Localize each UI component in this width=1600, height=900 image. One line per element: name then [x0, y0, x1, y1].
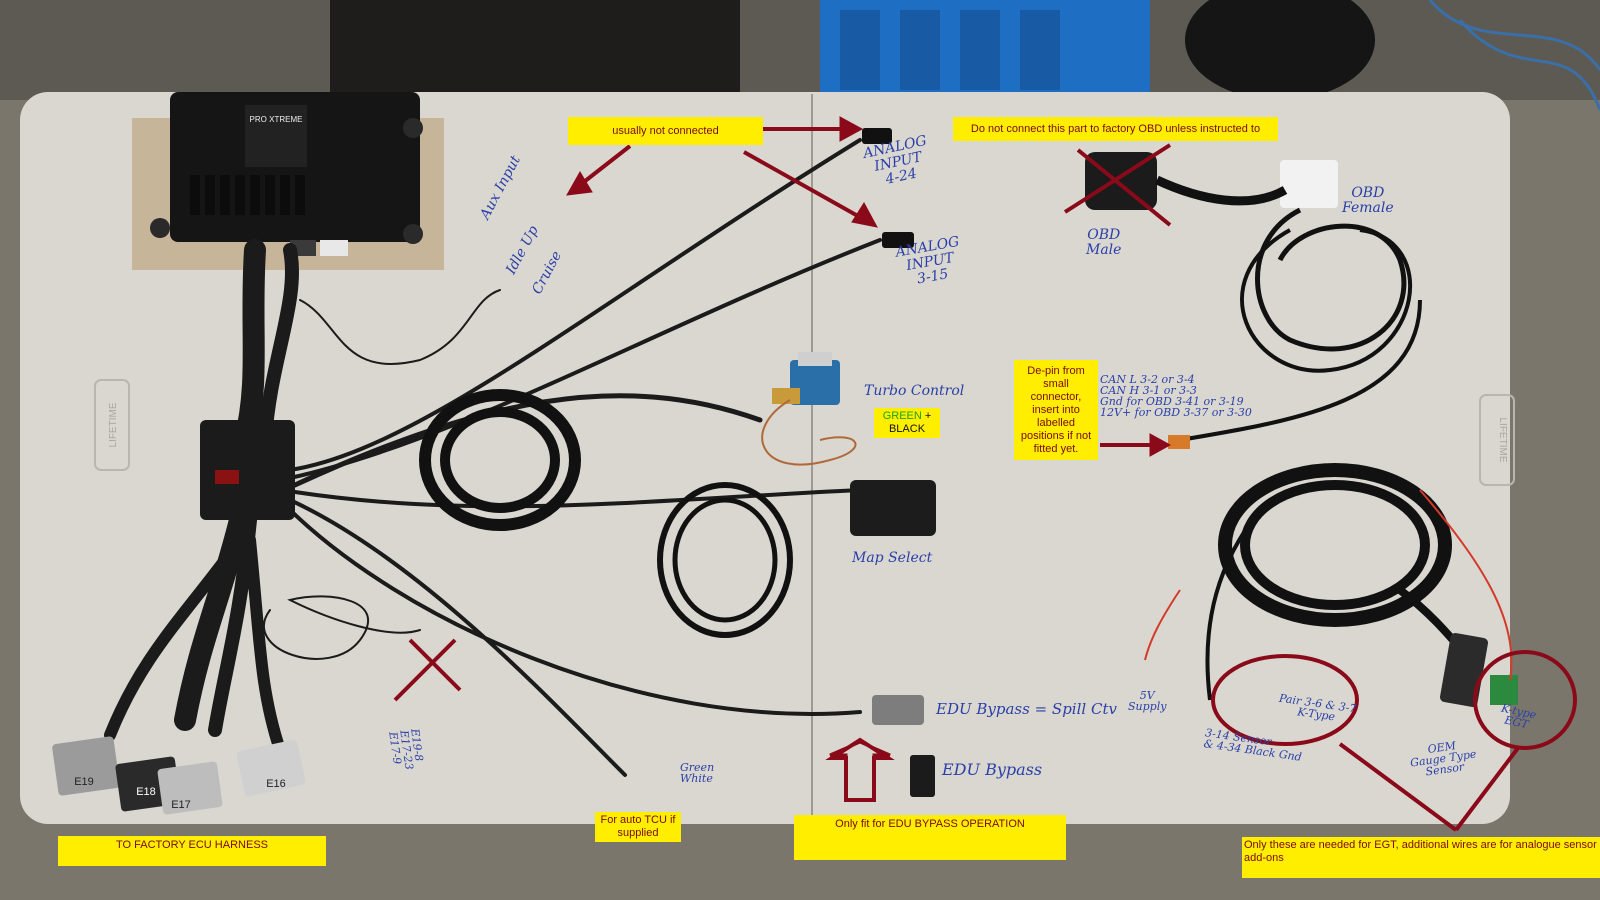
turbo-solenoid [761, 352, 857, 466]
hand-5v-line-2: Supply [1128, 700, 1167, 713]
note-depin: De-pin from small connector, insert into… [1014, 360, 1098, 460]
note-factory-ecu-text: TO FACTORY ECU HARNESS [115, 839, 268, 851]
note-egt-only: Only these are needed for EGT, additiona… [1242, 837, 1600, 878]
hand-edu-bypass-spill: EDU Bypass = Spill Ctv [936, 700, 1117, 718]
ecu-unit: PRO XTREME [150, 92, 423, 256]
note-do-not-connect-obd-text: Do not connect this part to factory OBD … [970, 123, 1261, 135]
note-depin-line-2: small connector, [1030, 377, 1082, 403]
black-bucket [1185, 0, 1375, 100]
note-do-not-connect-obd: Do not connect this part to factory OBD … [953, 117, 1278, 141]
note-factory-ecu: TO FACTORY ECU HARNESS [58, 836, 326, 866]
hand-5v-supply: 5V Supply [1128, 690, 1166, 712]
table-brand-right: LIFETIME [1497, 417, 1508, 462]
junction-box [200, 420, 295, 520]
ecu-brand: PRO XTREME [250, 115, 303, 124]
table-brand-left: LIFETIME [108, 402, 119, 447]
edu-bypass-plug [910, 755, 935, 797]
hand-green-white: Green White [680, 762, 714, 784]
note-edu-bypass-only-text: Only fit for EDU BYPASS OPERATION [835, 818, 1025, 830]
note-egt-only-line-2: add-ons [1244, 852, 1284, 864]
factory-plugs: E19 E18 E17 E16 [52, 736, 306, 815]
connector-e18-label: E18 [136, 786, 156, 798]
connector-e19-label: E19 [74, 776, 94, 788]
connector-e16-label: E16 [266, 778, 286, 790]
note-auto-tcu-line-2: supplied [617, 827, 659, 839]
analog-input-315-connector [882, 232, 914, 248]
coiled-loom [419, 389, 793, 638]
note-depin-line-3: insert into [1032, 403, 1080, 416]
hand-can-line-2: CAN H 3-1 or 3-3 [1100, 384, 1197, 397]
egt-coil [1144, 463, 1518, 707]
note-depin-line-5: positions if not [1020, 429, 1092, 442]
hand-turbo-control: Turbo Control [864, 383, 965, 399]
note-depin-line-1: De-pin from [1027, 364, 1085, 377]
note-auto-tcu: For auto TCU if supplied [595, 812, 681, 842]
hand-green-white-line-2: White [680, 772, 713, 785]
analog-input-424-connector [862, 128, 892, 144]
hand-obd-male-line-2: Male [1086, 242, 1122, 258]
hand-can-line-1: CAN L 3-2 or 3-4 [1100, 373, 1195, 386]
note-egt-only-line-1: Only these are needed for EGT, additiona… [1244, 839, 1597, 851]
x-marks [393, 143, 1172, 702]
hand-obd-female: OBD Female [1342, 186, 1394, 216]
note-auto-tcu-line-1: For auto TCU if [600, 814, 676, 826]
note-usually-not-connected: usually not connected [568, 117, 763, 145]
black-cabinet [330, 0, 740, 95]
note-edu-bypass-only: Only fit for EDU BYPASS OPERATION [794, 815, 1066, 860]
edu-bypass-connector [872, 695, 924, 725]
hand-obd-male-line-1: OBD [1087, 227, 1121, 243]
map-select-switch [850, 480, 936, 536]
note-depin-line-6: fitted yet. [1033, 442, 1079, 455]
hand-can-line-4: 12V+ for OBD 3-37 or 3-30 [1100, 406, 1252, 419]
hand-green-white-line-1: Green [680, 761, 715, 774]
hand-e19-pins: E19-8 E17-23 E17-9 [386, 728, 425, 772]
note-turbo-wires: GREEN + BLACK [874, 408, 940, 438]
note-turbo-plus: + [921, 410, 932, 422]
hand-obd-female-line-1: OBD [1351, 185, 1385, 201]
note-depin-line-4: labelled [1037, 416, 1075, 429]
note-usually-not-connected-text: usually not connected [612, 125, 719, 137]
egt-highlight [1211, 650, 1577, 832]
main-harness [104, 138, 882, 777]
note-turbo-wires-line-1: GREEN + [883, 410, 932, 423]
hand-obd-male: OBD Male [1086, 228, 1121, 258]
note-turbo-green: GREEN [882, 410, 922, 422]
red-arrows [566, 116, 1172, 802]
hand-can-line-3: Gnd for OBD 3-41 or 3-19 [1100, 395, 1244, 408]
connector-e17-label: E17 [171, 799, 191, 811]
hand-can-lines: CAN L 3-2 or 3-4 CAN H 3-1 or 3-3 Gnd fo… [1100, 374, 1252, 418]
hand-edu-bypass: EDU Bypass [942, 760, 1043, 779]
hand-5v-line-1: 5V [1139, 689, 1155, 702]
note-turbo-black: BLACK [888, 423, 926, 435]
table-top [20, 92, 1510, 824]
hand-map-select: Map Select [852, 550, 933, 566]
hand-obd-female-line-2: Female [1342, 200, 1394, 216]
